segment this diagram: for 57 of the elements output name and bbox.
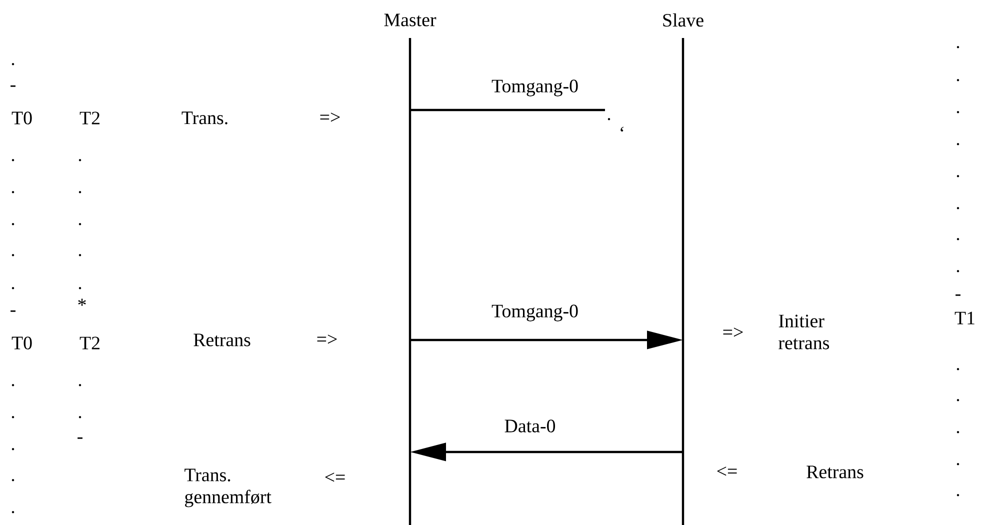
note-text: * bbox=[78, 298, 86, 306]
note-text: - bbox=[10, 85, 16, 87]
note-text: - bbox=[10, 310, 16, 312]
note-text: T1 bbox=[954, 312, 974, 324]
dot-mark: . bbox=[12, 448, 14, 450]
note-text: - bbox=[956, 294, 960, 296]
dot-mark: . bbox=[78, 254, 82, 256]
dot-mark: . bbox=[956, 431, 960, 434]
dot-mark: . bbox=[12, 511, 14, 514]
dot-mark: . bbox=[956, 399, 960, 402]
dot-mark: . bbox=[12, 254, 14, 256]
dot-mark: . bbox=[12, 384, 14, 386]
dot-mark: . bbox=[78, 416, 82, 418]
dot-mark: . bbox=[956, 494, 960, 496]
dot-mark: . bbox=[956, 463, 960, 466]
dot-mark: . bbox=[956, 270, 960, 272]
dot-mark: . bbox=[956, 238, 960, 240]
note-text: => bbox=[317, 334, 337, 344]
dot-mark: . bbox=[78, 223, 82, 226]
dot-mark: . bbox=[12, 479, 14, 482]
note-text: T0 bbox=[12, 336, 32, 350]
note-text: => bbox=[320, 112, 340, 122]
dot-mark: . bbox=[12, 223, 14, 226]
note-text: T0 bbox=[12, 112, 32, 124]
dot-mark: . bbox=[12, 63, 14, 66]
dot-mark: . bbox=[12, 416, 14, 418]
dot-mark: . bbox=[956, 207, 960, 210]
dot-mark: . bbox=[78, 384, 82, 386]
note-text: ‘ bbox=[620, 126, 624, 132]
message-label: Tomgang-0 bbox=[490, 78, 580, 98]
dot-mark: . bbox=[956, 175, 960, 178]
dot-mark: . bbox=[78, 287, 82, 290]
note-text: Initier retrans bbox=[778, 314, 830, 350]
dot-mark: . bbox=[608, 118, 610, 120]
dot-mark: . bbox=[956, 143, 960, 146]
lifeline: Master bbox=[384, 14, 436, 525]
dot-mark: . bbox=[12, 191, 14, 194]
message-label: Data-0 bbox=[503, 418, 557, 434]
message-label: Tomgang-0 bbox=[490, 304, 580, 322]
note-text: T2 bbox=[80, 336, 100, 350]
dot-mark: . bbox=[12, 287, 14, 290]
dot-mark: . bbox=[956, 368, 960, 370]
note-text: Retrans bbox=[194, 334, 250, 346]
dot-mark: . bbox=[12, 159, 14, 162]
note-text: Trans. gennemført bbox=[184, 468, 272, 508]
note-text: Retrans bbox=[806, 466, 864, 478]
note-text: => bbox=[723, 328, 743, 337]
note-text: T2 bbox=[80, 112, 100, 124]
lifeline: Slave bbox=[663, 13, 704, 525]
note-text: Trans. bbox=[182, 112, 228, 124]
dot-mark: . bbox=[956, 111, 960, 114]
note-text: - bbox=[78, 437, 82, 439]
dot-mark: . bbox=[956, 46, 960, 48]
dot-mark: . bbox=[78, 191, 82, 194]
dot-mark: . bbox=[956, 79, 960, 82]
note-text: <= bbox=[325, 472, 345, 482]
dot-mark: . bbox=[78, 159, 82, 162]
